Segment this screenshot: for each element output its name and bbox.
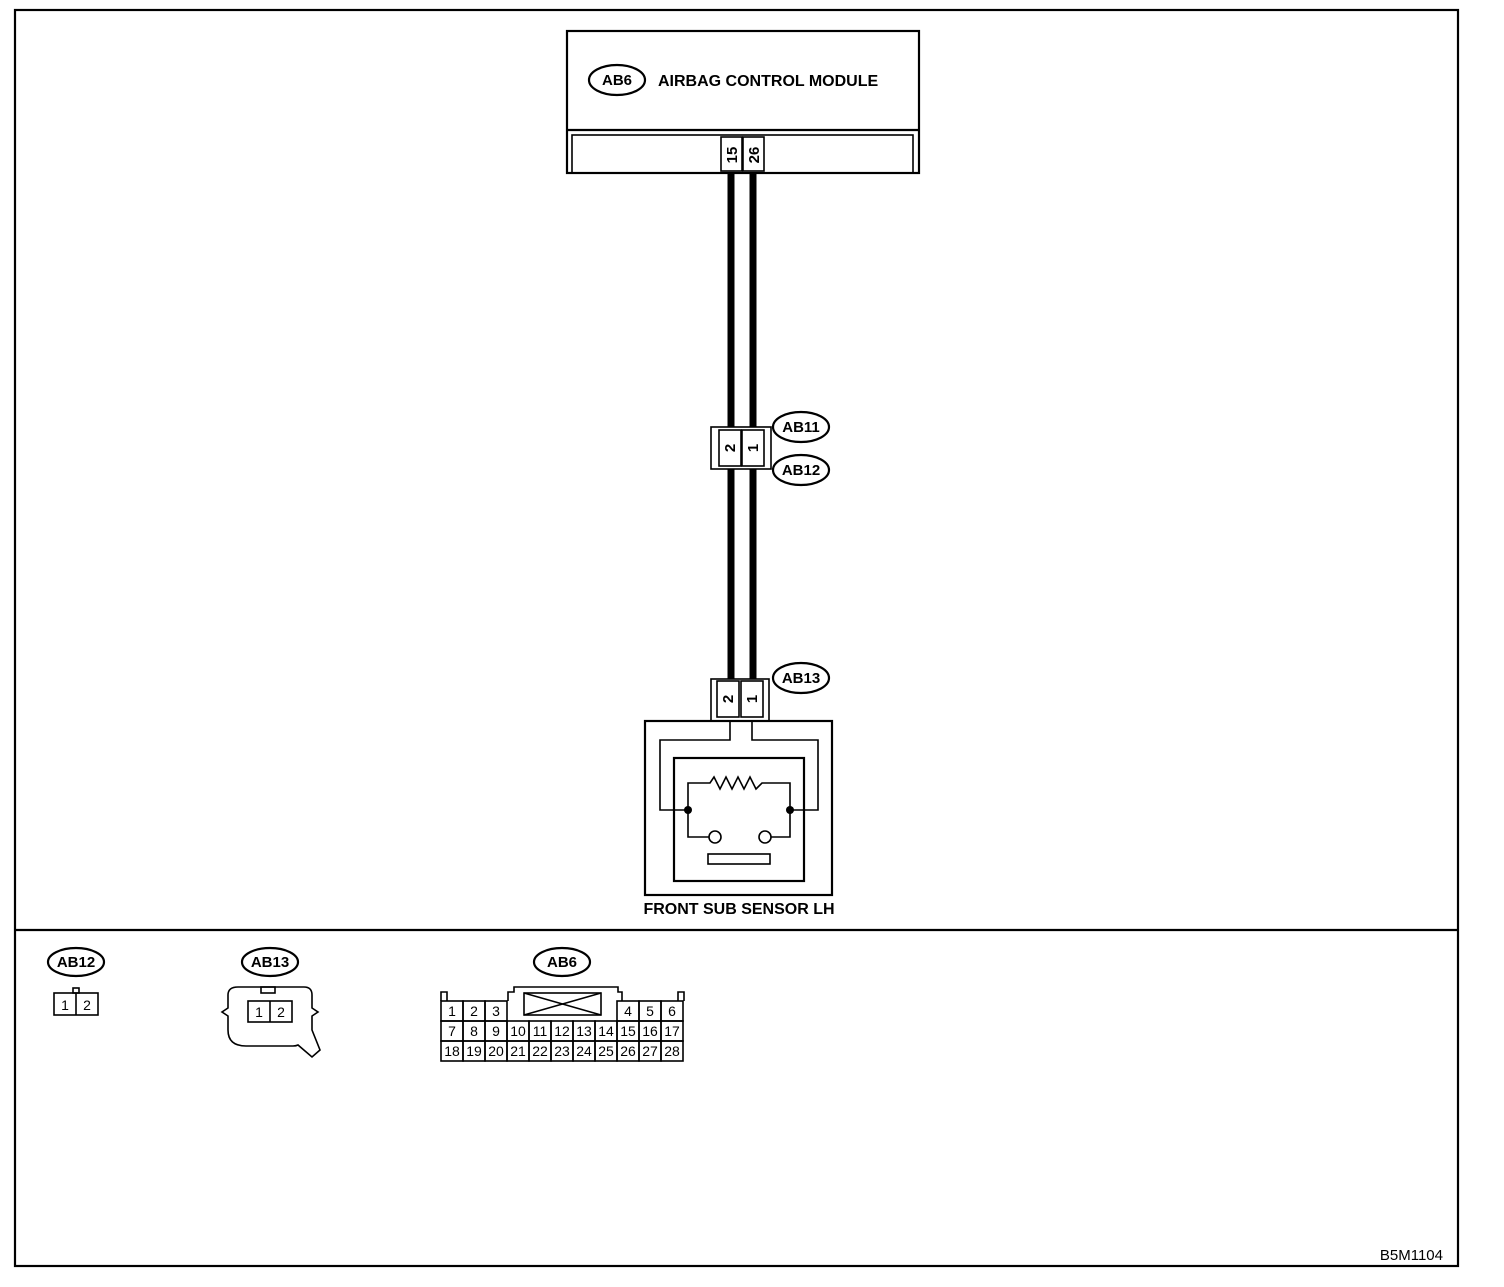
ab6-pin-label: 11 [533,1023,548,1039]
junction-lower-oval [771,453,831,487]
junction-lower-id: AB12 [782,462,820,479]
junction-connector: 2 1 AB11 AB12 [710,410,831,487]
front-sub-sensor: FRONT SUB SENSOR LH [643,719,835,918]
ab6-pin-label: 16 [642,1023,658,1039]
sensor-pin-2: 2 [720,695,737,703]
ab6-pin-label: 7 [448,1023,456,1039]
legend-ab13-pin: 1 [255,1004,263,1020]
switch-plate [707,853,771,865]
module-name: AIRBAG CONTROL MODULE [658,73,878,90]
legend-ab6-key [523,992,602,1016]
switch-contact [708,830,722,844]
ab6-pin-label: 25 [598,1043,614,1059]
module-pin-cell [720,136,743,172]
module-pin-15: 15 [724,147,741,164]
switch-contact [758,830,772,844]
ab6-pin-label: 6 [668,1003,676,1019]
legend-ab6-id: AB6 [547,954,577,971]
ab6-pin-label: 12 [554,1023,570,1039]
sensor-connector-oval [771,661,831,695]
ab6-pin-label: 26 [620,1043,636,1059]
ab6-pin-label: 9 [492,1023,500,1039]
ab6-pin-label: 5 [646,1003,654,1019]
legend-ab13-housing [220,986,321,1059]
ab6-pin-label: 14 [598,1023,614,1039]
ab6-pin-label: 1 [448,1003,456,1019]
ab6-pin-label: 27 [642,1043,658,1059]
ab6-pin-label: 17 [664,1023,680,1039]
diagram-frame [13,8,1460,1268]
ab6-pin-label: 18 [444,1043,460,1059]
legend-ab12-pin: 2 [83,997,91,1013]
ab6-pin-label: 19 [466,1043,482,1059]
module-pin-26: 26 [746,147,763,164]
ab6-pin-label: 21 [510,1043,526,1059]
junction-upper-id: AB11 [782,419,820,436]
junction-upper-oval [771,410,831,444]
ab6-pin-label: 24 [576,1043,592,1059]
junction-pin-2: 2 [722,444,739,452]
legend-ab12-id: AB12 [57,954,95,971]
ab6-pin-cell [660,1040,684,1062]
module-pin-cell [742,136,765,172]
legend-ab13: AB13 1 2 [220,946,321,1059]
ab6-pin-label: 10 [510,1023,526,1039]
ab6-pin-label: 2 [470,1003,478,1019]
wire-harness [727,173,757,679]
figure-code: B5M1104 [1380,1247,1443,1264]
legend-ab12-pin: 1 [61,997,69,1013]
ab6-pin-label: 22 [532,1043,548,1059]
sensor-pin-1: 1 [744,695,761,703]
sensor-connector-id: AB13 [782,670,820,687]
ab6-pin-label: 28 [664,1043,680,1059]
airbag-control-module: AB6 AIRBAG CONTROL MODULE 15 26 [565,29,921,175]
ab6-pin-label: 23 [554,1043,570,1059]
sensor-name: FRONT SUB SENSOR LH [643,901,834,918]
ab6-pin-label: 20 [488,1043,504,1059]
module-connector-id: AB6 [602,72,632,89]
ab6-pin-label: 13 [576,1023,592,1039]
legend-ab12: AB12 1 2 [46,946,106,1016]
ab6-pin-label: 3 [492,1003,500,1019]
junction-pin-1: 1 [745,444,762,452]
legend-ab13-id: AB13 [251,954,289,971]
module-connector-oval [587,63,647,97]
ab6-pin-label: 8 [470,1023,478,1039]
ab6-pin-label: 15 [620,1023,636,1039]
legend-ab13-pin: 2 [277,1004,285,1020]
ab6-pin-label: 4 [624,1003,632,1019]
resistor-symbol [687,775,791,810]
